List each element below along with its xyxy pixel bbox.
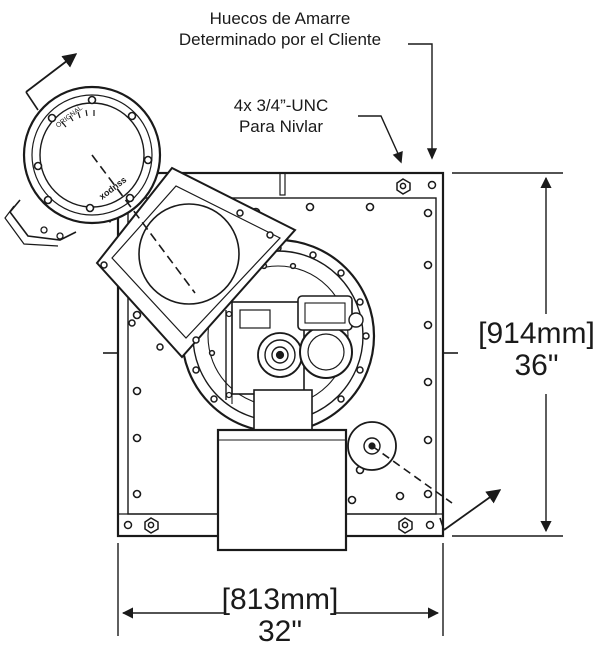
sieve-drum-scale bbox=[61, 109, 95, 128]
width-dimension-label: [813mm] 32" bbox=[210, 584, 350, 648]
width-imperial: 32" bbox=[257, 615, 303, 648]
sieve-direction-arrow bbox=[25, 53, 196, 294]
tie-down-callout: Huecos de Amarre Determinado por el Clie… bbox=[150, 8, 410, 50]
drive-assembly bbox=[225, 295, 364, 404]
tie-down-callout-line2: Determinado por el Cliente bbox=[178, 30, 382, 49]
height-dimension-label: [914mm] 36" bbox=[464, 318, 609, 382]
leveling-nuts bbox=[144, 178, 413, 534]
chute-hopper bbox=[95, 166, 297, 359]
height-dimension bbox=[452, 172, 563, 537]
tie-down-holes bbox=[123, 180, 437, 530]
leveling-callout-line1: 4x 3/4”-UNC bbox=[233, 96, 329, 115]
motor-housing bbox=[216, 389, 348, 552]
sieve-drum-bolts bbox=[33, 95, 153, 213]
height-metric: [914mm] bbox=[478, 317, 595, 350]
width-metric: [813mm] bbox=[221, 583, 339, 616]
height-imperial: 36" bbox=[514, 349, 559, 382]
tie-down-callout-line1: Huecos de Amarre bbox=[209, 9, 351, 28]
pulley-direction-arrow bbox=[371, 445, 502, 531]
callout-leaders bbox=[358, 43, 438, 164]
leveling-callout: 4x 3/4”-UNC Para Nivlar bbox=[206, 95, 356, 137]
chute-bolts bbox=[100, 209, 274, 351]
leveling-callout-line2: Para Nivlar bbox=[238, 117, 324, 136]
width-dimension bbox=[117, 543, 444, 636]
